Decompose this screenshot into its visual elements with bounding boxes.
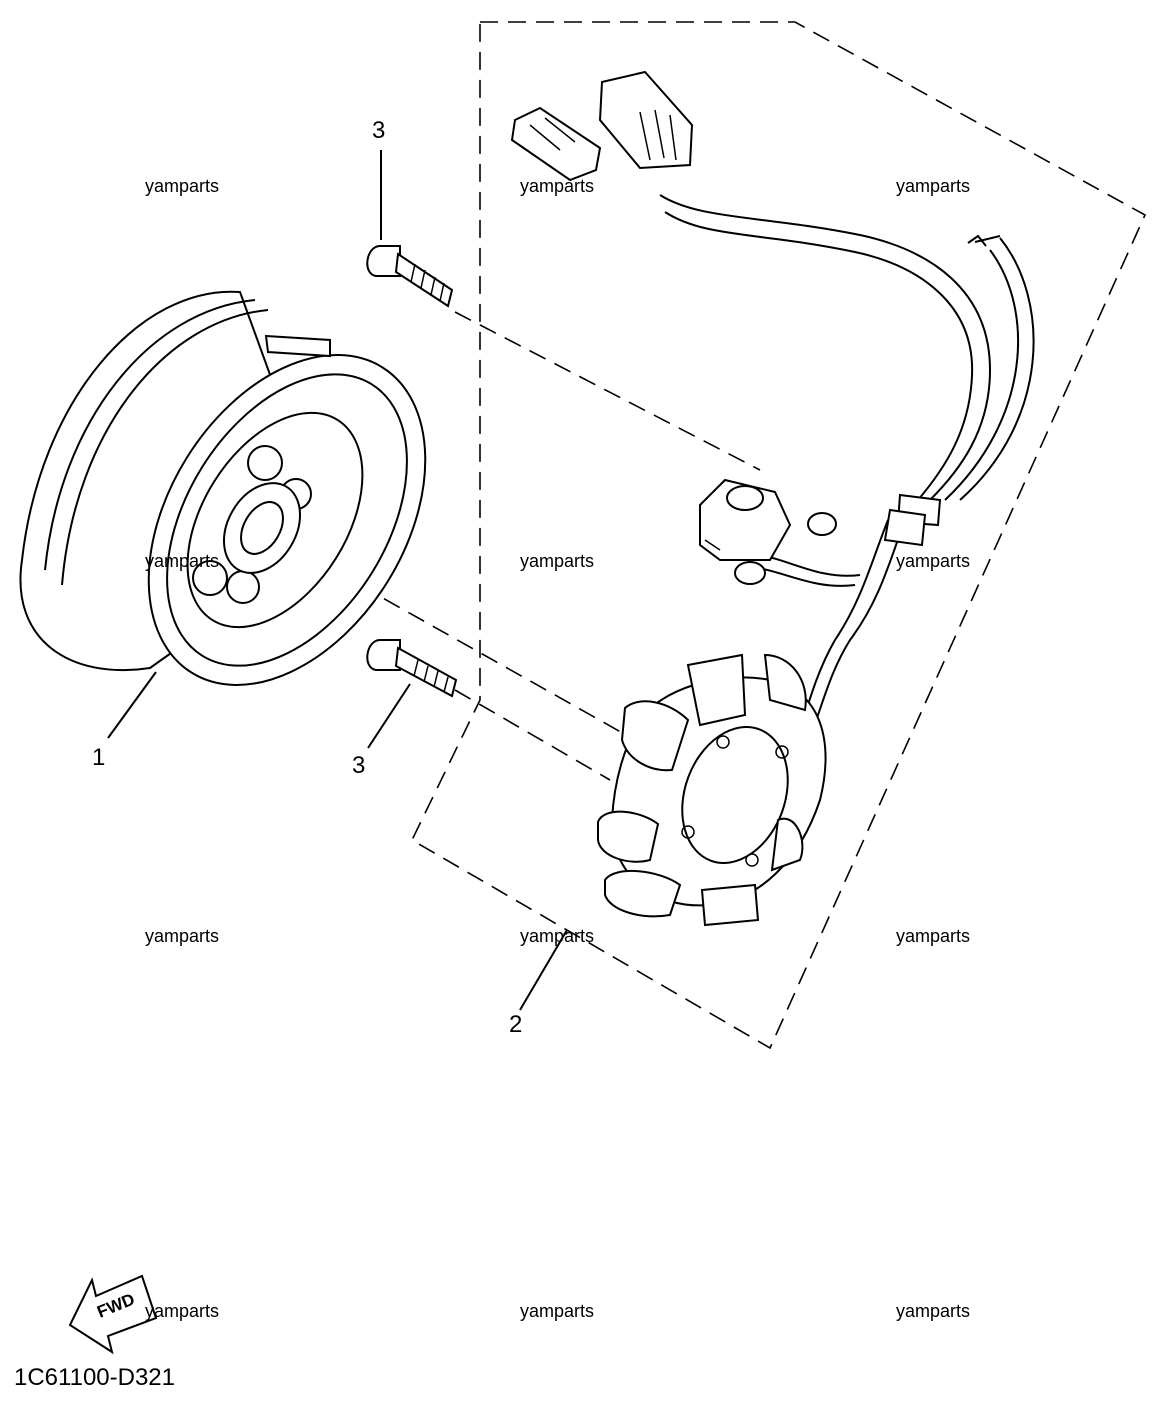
- leader-line-1: [107, 671, 157, 739]
- pickup-coil: [699, 478, 837, 585]
- watermark: yamparts: [896, 926, 970, 946]
- bolt-lower: [366, 639, 458, 698]
- harness-connector-small: [510, 106, 602, 182]
- alignment-line-upper-bolt: [454, 311, 761, 471]
- watermark-grid: yamparts yamparts yamparts yamparts yamp…: [145, 176, 970, 1321]
- callout-2: 2: [509, 1011, 522, 1038]
- callout-3-lower: 3: [352, 752, 365, 779]
- harness-connector-large: [598, 70, 694, 170]
- flywheel-rotor: [19, 290, 427, 686]
- callout-3-upper: 3: [372, 117, 385, 144]
- watermark: yamparts: [520, 551, 594, 571]
- watermark: yamparts: [896, 176, 970, 196]
- watermark: yamparts: [145, 551, 219, 571]
- watermark: yamparts: [145, 176, 219, 196]
- watermark: yamparts: [896, 551, 970, 571]
- stator-assembly: [597, 653, 827, 927]
- ground-terminal: [967, 234, 987, 247]
- watermark: yamparts: [520, 1301, 594, 1321]
- leader-line-3-lower: [367, 683, 411, 749]
- callout-1: 1: [92, 744, 105, 771]
- diagram-code: 1C61100-D321: [14, 1364, 175, 1391]
- leader-line-2: [519, 929, 568, 1011]
- stator-kit-boundary: [410, 21, 1147, 1050]
- watermark: yamparts: [520, 926, 594, 946]
- alignment-line-lower-bolt: [454, 689, 611, 781]
- fwd-arrow: FWD: [68, 1274, 158, 1355]
- watermark: yamparts: [896, 1301, 970, 1321]
- watermark: yamparts: [520, 176, 594, 196]
- watermark: yamparts: [145, 926, 219, 946]
- wire-harness: [659, 194, 1035, 761]
- watermark: yamparts: [145, 1301, 219, 1321]
- bolt-upper: [366, 245, 454, 308]
